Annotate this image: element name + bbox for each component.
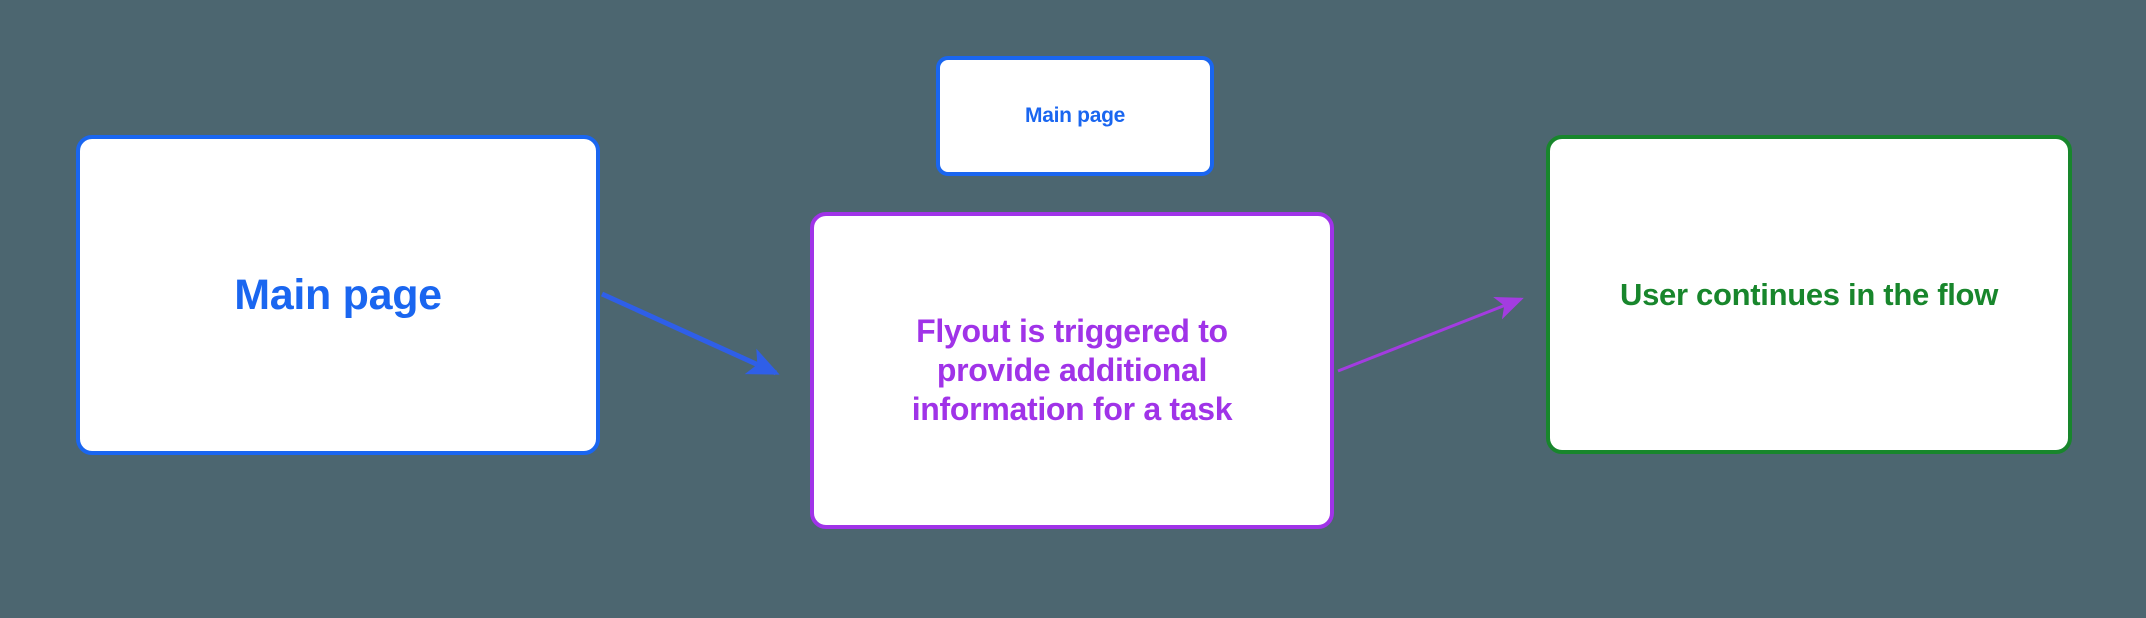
node-main-page-large[interactable]: Main page	[76, 135, 600, 455]
node-main-page-small[interactable]: Main page	[936, 56, 1214, 176]
node-label: Main page	[1025, 104, 1125, 128]
node-outcome-user-continues[interactable]: User continues in the flow	[1546, 135, 2072, 454]
arrow-main-page-to-flyout	[600, 291, 780, 376]
node-flyout[interactable]: Flyout is triggered to provide additiona…	[810, 212, 1334, 529]
arrow-flyout-to-outcome	[1337, 297, 1524, 373]
node-label: User continues in the flow	[1619, 276, 1999, 312]
node-label: Main page	[234, 270, 442, 319]
node-label: Flyout is triggered to provide additiona…	[911, 312, 1233, 428]
